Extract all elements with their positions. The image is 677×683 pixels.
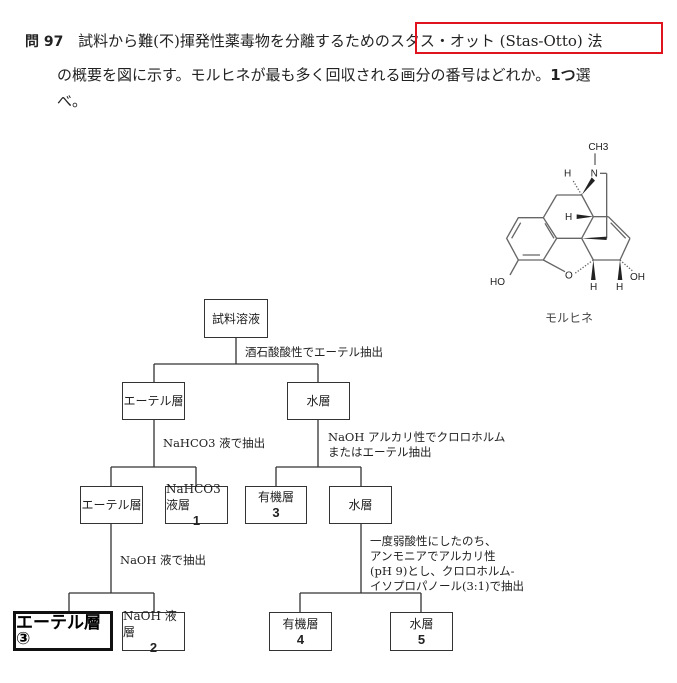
- step-line: NaOH アルカリ性でクロロホルム: [328, 430, 506, 444]
- box-label: 水層: [306, 394, 331, 408]
- ether-layer-3-annotation-box: エーテル層③: [13, 611, 113, 651]
- step-naoh-alkaline-extraction: NaOH アルカリ性でクロロホルム またはエーテル抽出: [328, 430, 505, 460]
- nitrogen-label: N: [591, 169, 598, 180]
- ether-layer-2-box: エーテル層: [80, 486, 143, 524]
- fraction-number: 5: [417, 631, 426, 647]
- highlight-box: [415, 22, 663, 54]
- h-label: H: [565, 212, 572, 223]
- question-text: 試料から難(不)揮発性薬毒物を分離するための: [78, 32, 390, 50]
- box-label: 水層: [409, 616, 434, 631]
- water-layer-box: 水層: [287, 382, 350, 420]
- step-naoh-extraction: NaOH 液で抽出: [120, 553, 207, 567]
- oh-label: OH: [630, 272, 645, 283]
- box-label: 有機層: [257, 490, 294, 504]
- fraction-number: 3: [272, 505, 280, 520]
- method-name: スタス・オット (Stas-Otto) 法: [389, 32, 603, 50]
- box-label: 試料溶液: [211, 311, 260, 326]
- step-line: アンモニアでアルカリ性: [370, 549, 496, 563]
- box-label: NaOH 液層: [123, 608, 177, 639]
- step-tartaric-extraction: 酒石酸酸性でエーテル抽出: [245, 345, 383, 359]
- ho-label: HO: [490, 277, 505, 288]
- box-label: NaHCO3 液層: [166, 482, 221, 512]
- question-line-2: の概要を図に示す。モルヒネが最も多く回収される画分の番号はどれか。1つ選: [57, 64, 591, 85]
- h-label: H: [616, 282, 623, 293]
- fraction-number: 2: [149, 639, 158, 655]
- ether-layer-box: エーテル層: [122, 382, 185, 420]
- step-line: 一度弱酸性にしたのち、: [370, 534, 497, 548]
- question-text-2: の概要を図に示す。モルヒネが最も多く回収される画分の番号はどれか。: [57, 66, 551, 84]
- question-line-3: べ。: [57, 92, 88, 110]
- question-number: 問 97: [25, 34, 64, 50]
- box-label: 水層: [348, 498, 373, 512]
- step-line: (pH 9)とし、クロロホルム-: [370, 564, 515, 578]
- question-bold-count: 1つ: [550, 66, 576, 84]
- methyl-label: CH3: [588, 142, 608, 153]
- step-nahco3-extraction: NaHCO3 液で抽出: [163, 436, 266, 450]
- step-ammonia-extraction: 一度弱酸性にしたのち、 アンモニアでアルカリ性 (pH 9)とし、クロロホルム-…: [370, 534, 524, 594]
- fraction-number: 1: [192, 513, 201, 528]
- box-label: エーテル層③: [16, 613, 101, 649]
- step-line: またはエーテル抽出: [328, 445, 432, 459]
- box-label: 有機層: [282, 616, 319, 631]
- fraction-number: 4: [296, 631, 305, 647]
- box-label: エーテル層: [81, 498, 142, 512]
- morphine-structure: CH3 N H H HO O OH H H: [490, 142, 645, 293]
- h-label: H: [590, 282, 597, 293]
- h-label: H: [564, 169, 571, 180]
- question-text-end: 選: [575, 66, 591, 84]
- o-label: O: [565, 270, 573, 281]
- step-line: イソプロパノール(3:1)で抽出: [370, 579, 524, 593]
- box-label: エーテル層: [123, 394, 184, 408]
- structure-name: モルヒネ: [545, 311, 594, 325]
- sample-solution-box: 試料溶液: [204, 299, 268, 338]
- water-layer-2-box: 水層: [329, 486, 392, 524]
- question-line-1: 問 97 試料から難(不)揮発性薬毒物を分離するためのスタス・オット (Stas…: [25, 30, 603, 51]
